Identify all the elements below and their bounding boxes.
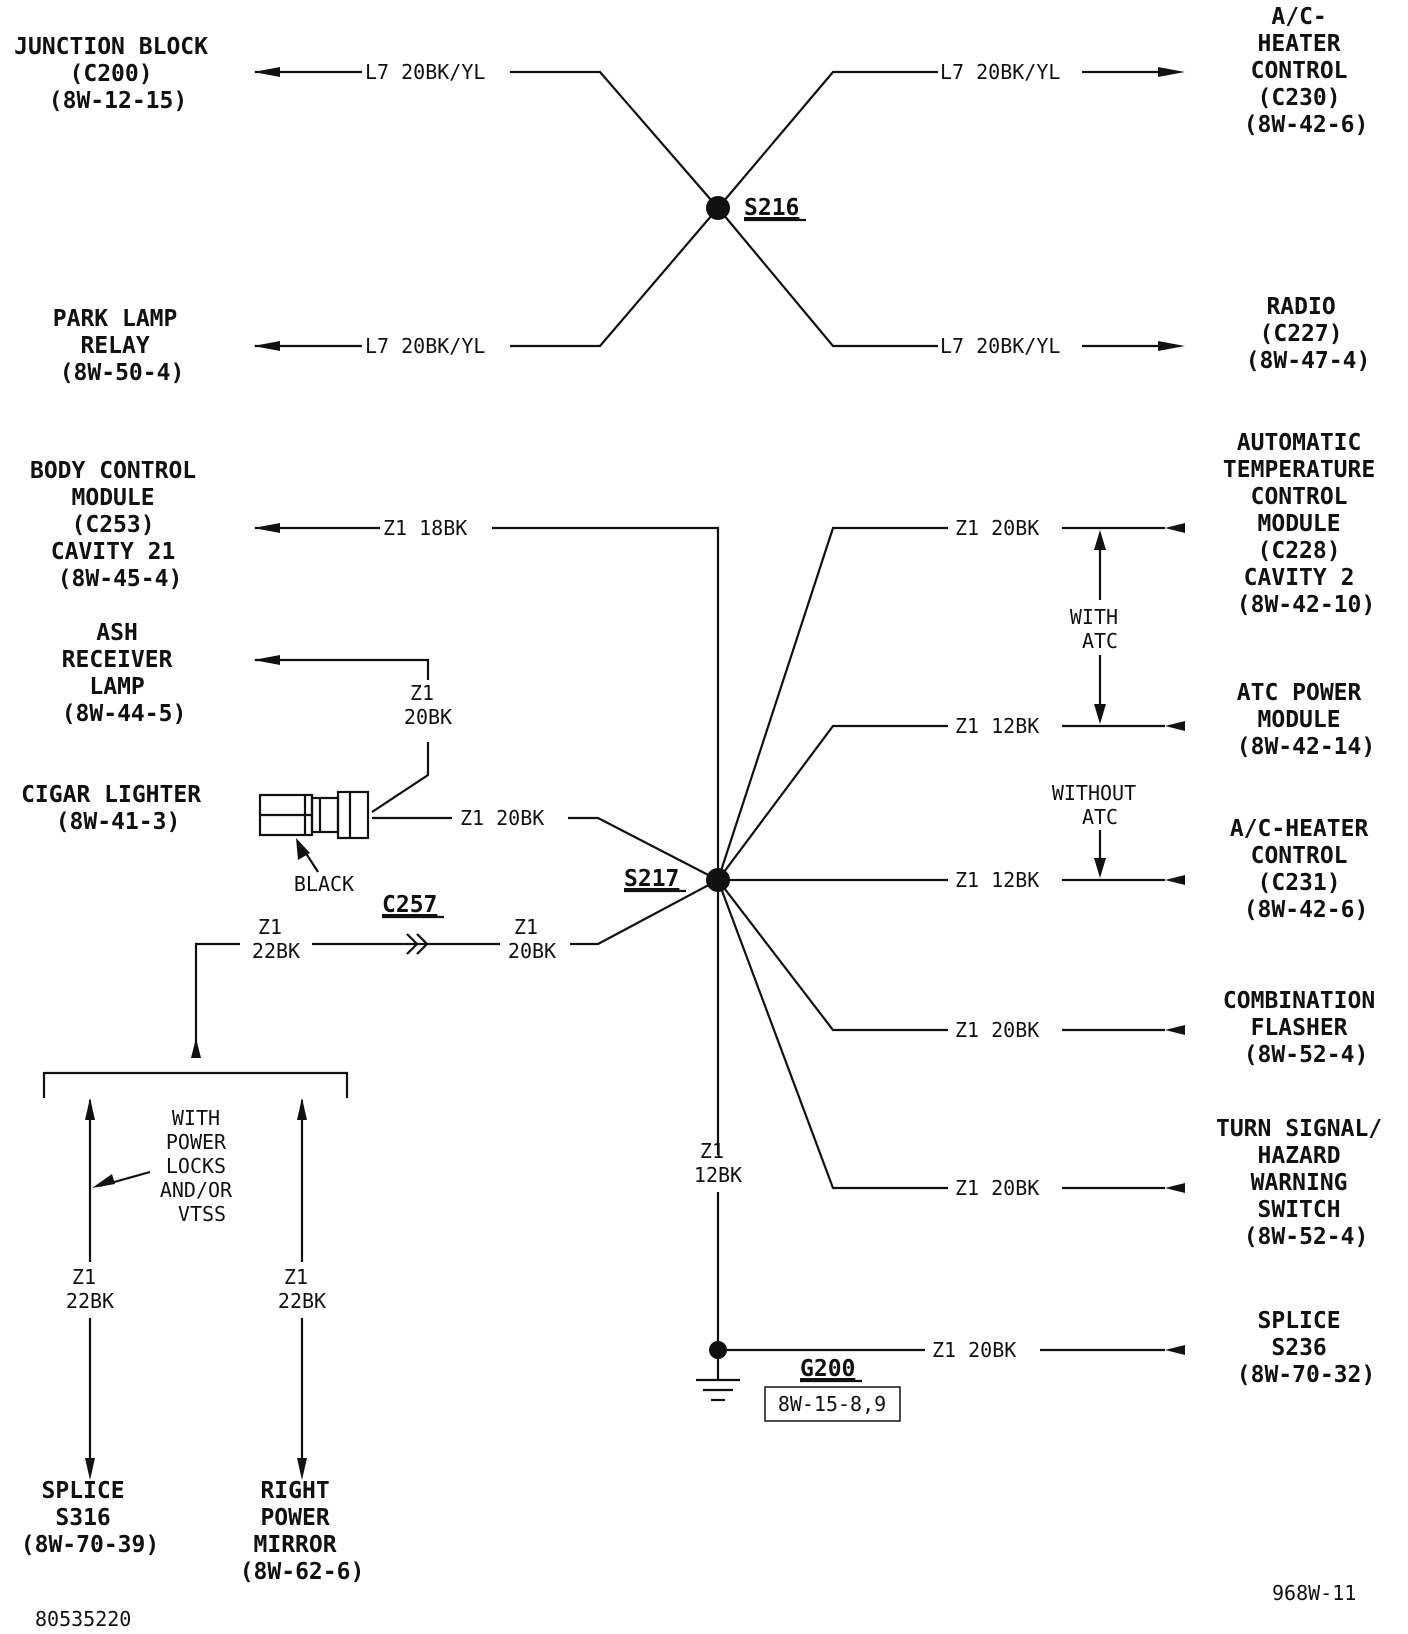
splice-s217-dot [706,868,730,892]
arrow-ac-heater-c231 [1165,875,1185,885]
wire-label-atc-module: Z1 20BK [955,516,1039,540]
connector-c257-symbol [406,933,429,955]
wire-l7-top-left-b [510,70,719,209]
arrow-power-locks [92,1174,115,1188]
wire-label-atc-power: Z1 12BK [955,714,1039,738]
without-atc-note: WITHOUT ATC [1052,781,1148,829]
splice-s217-label: S217 [624,866,679,892]
atc-module-label: AUTOMATIC TEMPERATURE CONTROL MODULE (C2… [1223,430,1389,618]
wire-flasher-a [717,879,948,1032]
wire-bcm-b [492,526,720,880]
combination-flasher-label: COMBINATION FLASHER (8W-52-4) [1223,988,1389,1068]
ash-receiver-lamp-label: ASH RECEIVER LAMP (8W-44-5) [62,620,187,727]
wire-label-c257-right: Z1 20BK [508,915,556,963]
junction-block-label: JUNCTION BLOCK (C200) (8W-12-15) [14,34,222,114]
wire-label-turn-signal: Z1 20BK [955,1176,1039,1200]
arrow-with-atc-down [1094,704,1106,724]
wire-label-ash: Z1 20BK [404,681,452,729]
wire-atc-module-a [716,526,948,881]
arrow-with-atc-up [1094,530,1106,550]
wire-c257-left-a [194,942,240,1045]
cigar-lighter-label: CIGAR LIGHTER (8W-41-3) [21,782,215,835]
wire-label-flasher: Z1 20BK [955,1018,1039,1042]
ac-heater-c230-label: A/C- HEATER CONTROL (C230) (8W-42-6) [1244,4,1369,138]
wire-c257-right [570,879,719,946]
arrow-mirror-bottom [297,1458,307,1480]
wire-label-l7-top-left: L7 20BK/YL [365,60,485,84]
arrow-bracket-up [191,1038,201,1058]
wire-label-ground: Z1 12BK [694,1139,742,1187]
atc-power-module-label: ATC POWER MODULE (8W-42-14) [1237,680,1375,760]
arrow-flasher [1165,1025,1185,1035]
power-locks-bracket [42,1071,349,1098]
radio-label: RADIO (C227) (8W-47-4) [1246,294,1371,374]
wire-l7-bottom-right-a [717,207,938,348]
splice-s216-dot [706,196,730,220]
arrow-ac-heater-c230 [1158,67,1185,77]
wire-ash-b [371,742,430,813]
footer-left-code: 80535220 [35,1607,131,1631]
arrow-ash [253,655,280,665]
footer-right-code: 968W-11 [1272,1581,1356,1605]
ground-ref-label: 8W-15-8,9 [778,1392,886,1416]
arrow-junction-block [253,67,280,77]
black-note: BLACK [294,872,354,896]
wire-label-l7-top-right: L7 20BK/YL [940,60,1060,84]
arrow-park-lamp [253,341,280,351]
splice-s216-label: S216 [744,195,799,221]
arrow-without-atc-down [1094,858,1106,878]
wire-atc-power-a [717,724,948,881]
arrow-s236 [1165,1345,1185,1355]
wire-label-mirror: Z1 22BK [278,1265,326,1313]
wire-label-s316: Z1 22BK [66,1265,114,1313]
connector-c257-label: C257 [382,892,437,918]
wire-l7-bottom-left-b [510,207,719,348]
wire-lines [42,70,1165,1458]
turn-signal-switch-label: TURN SIGNAL/ HAZARD WARNING SWITCH (8W-5… [1216,1116,1396,1250]
body-control-module-label: BODY CONTROL MODULE (C253) CAVITY 21 (8W… [30,458,210,592]
splice-s236-label: SPLICE S236 (8W-70-32) [1237,1308,1375,1388]
arrow-turn-signal [1165,1183,1185,1193]
splice-s316-label: SPLICE S316 (8W-70-39) [21,1478,159,1558]
ac-heater-c231-label: A/C-HEATER CONTROL (C231) (8W-42-6) [1230,816,1382,923]
arrow-atc-module [1165,523,1185,533]
ground-junction-dot [709,1341,727,1359]
park-lamp-relay-label: PARK LAMP RELAY (8W-50-4) [53,306,191,386]
wire-label-c257-left: Z1 22BK [252,915,300,963]
wire-turn-a [716,879,948,1190]
power-locks-note: WITH POWER LOCKS AND/OR VTSS [160,1106,244,1226]
arrow-radio [1158,341,1185,351]
wire-label-l7-bottom-left: L7 20BK/YL [365,334,485,358]
wire-l7-top-right-a [717,70,938,209]
arrowheads [85,67,1185,1480]
wire-label-s236: Z1 20BK [932,1338,1016,1362]
arrow-black [296,838,310,860]
wire-cigar-b [568,816,719,881]
arrow-bcm [253,523,280,533]
ground-ref-box [764,1386,901,1422]
arrow-atc-power [1165,721,1185,731]
wire-ash-a [255,658,430,680]
wire-label-cigar: Z1 20BK [460,806,544,830]
ground-symbol [696,1378,740,1402]
right-power-mirror-label: RIGHT POWER MIRROR (8W-62-6) [240,1478,365,1585]
cigar-lighter-symbol [258,790,370,840]
wire-label-bcm: Z1 18BK [383,516,467,540]
arrow-s316-top [85,1098,95,1120]
wire-label-ac-heater: Z1 12BK [955,868,1039,892]
with-atc-note: WITH ATC [1070,605,1130,653]
wire-label-l7-bottom-right: L7 20BK/YL [940,334,1060,358]
arrow-s316-bottom [85,1458,95,1480]
ground-g200-label: G200 [800,1356,855,1382]
arrow-mirror-top [297,1098,307,1120]
